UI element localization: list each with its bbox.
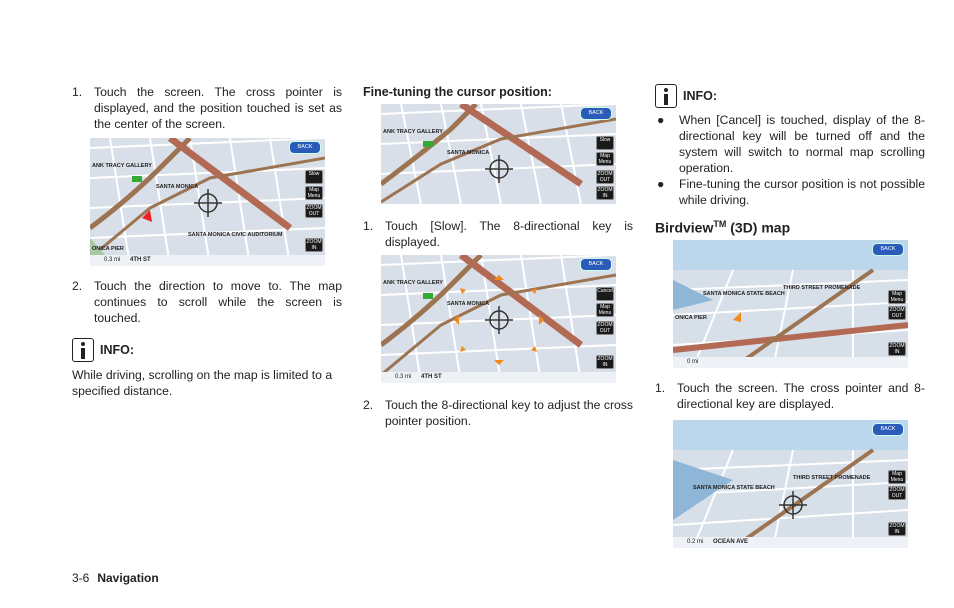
birdview-screenshot-2: SANTA MONICA STATE BEACH THIRD STREET PR… <box>673 419 908 548</box>
map-illustration <box>381 255 616 383</box>
map-label: SANTA MONICA STATE BEACH <box>703 290 785 297</box>
info-icon <box>655 84 677 108</box>
zoom-out-button[interactable]: ZOOM OUT <box>596 170 614 184</box>
step-1: 1. Touch [Slow]. The 8-directional key i… <box>363 218 633 250</box>
map-label: SANTA MONICA <box>447 150 490 156</box>
map-status-bar: 0.3 mi 4TH ST <box>90 255 325 266</box>
back-button[interactable]: BACK <box>872 422 904 436</box>
left-column: 1. Touch the screen. The cross pointer i… <box>72 84 342 399</box>
zoom-in-button[interactable]: ZOOM IN <box>596 355 614 369</box>
map-label: THIRD STREET PROMENADE <box>783 284 861 291</box>
info-title: INFO: <box>683 89 718 103</box>
map-label: THIRD STREET PROMENADE <box>793 474 871 481</box>
info-heading: INFO: <box>655 84 925 108</box>
step-2: 2. Touch the 8-directional key to adjust… <box>363 397 633 429</box>
step-number: 1. <box>363 219 374 233</box>
middle-column: Fine-tuning the cursor position: ANK TRA… <box>363 84 633 429</box>
map-label: ONICA PIER <box>675 314 707 321</box>
info-title: INFO: <box>100 343 135 357</box>
zoom-in-button[interactable]: ZOOM IN <box>305 238 323 252</box>
map-label: SANTA MONICA STATE BEACH <box>693 484 775 491</box>
step-number: 2. <box>72 279 83 293</box>
step-number: 1. <box>72 85 83 99</box>
back-button[interactable]: BACK <box>289 141 321 154</box>
map-status-bar: 0.3 mi 4TH ST <box>381 372 616 383</box>
step-1: 1. Touch the screen. The cross pointer a… <box>655 380 925 412</box>
step-text: Touch [Slow]. The 8-directional key is d… <box>385 219 633 249</box>
map-label: ONICA PIER <box>92 246 124 252</box>
map-label: SANTA MONICA <box>156 184 199 190</box>
list-item: ●When [Cancel] is touched, display of th… <box>657 113 925 175</box>
step-text: Touch the screen. The cross pointer is d… <box>94 85 342 131</box>
right-column: INFO: ●When [Cancel] is touched, display… <box>655 84 925 548</box>
zoom-in-button[interactable]: ZOOM IN <box>888 521 906 536</box>
step-text: Touch the screen. The cross pointer and … <box>677 380 925 411</box>
birdview-illustration <box>673 239 908 368</box>
back-button[interactable]: BACK <box>580 258 612 271</box>
section-name: Navigation <box>97 571 159 585</box>
info-heading: INFO: <box>72 338 342 362</box>
birdview-heading: BirdviewTM (3D) map <box>655 219 791 236</box>
birdview-illustration <box>673 419 908 548</box>
cancel-button[interactable]: Cancel <box>596 287 614 301</box>
step-2: 2. Touch the direction to move to. The m… <box>72 278 342 326</box>
map-label: SANTA MONICA <box>447 301 490 307</box>
map-menu-button[interactable]: Map Menu <box>888 289 906 304</box>
map-illustration <box>90 138 325 266</box>
map-illustration <box>381 104 616 204</box>
map-screenshot-1: ANK TRACY GALLERY SANTA MONICA SANTA MON… <box>90 138 325 266</box>
map-status-bar: 0 mi <box>673 356 908 368</box>
zoom-out-button[interactable]: ZOOM OUT <box>596 321 614 335</box>
info-bullets: ●When [Cancel] is touched, display of th… <box>655 112 925 208</box>
zoom-in-button[interactable]: ZOOM IN <box>888 341 906 356</box>
map-label: ANK TRACY GALLERY <box>92 163 152 169</box>
step-number: 1. <box>655 380 666 395</box>
step-number: 2. <box>363 398 374 412</box>
info-text: While driving, scrolling on the map is l… <box>72 368 333 398</box>
step-text: Touch the direction to move to. The map … <box>94 279 342 325</box>
zoom-out-button[interactable]: ZOOM OUT <box>888 485 906 500</box>
map-menu-button[interactable]: Map Menu <box>305 186 323 200</box>
map-menu-button[interactable]: Map Menu <box>596 152 614 166</box>
map-label: ANK TRACY GALLERY <box>383 129 443 135</box>
list-item: ●Fine-tuning the cursor position is not … <box>657 177 925 207</box>
map-label: ANK TRACY GALLERY <box>383 280 443 286</box>
slow-button[interactable]: Slow <box>305 170 323 184</box>
map-menu-button[interactable]: Map Menu <box>596 303 614 317</box>
zoom-out-button[interactable]: ZOOM OUT <box>888 305 906 320</box>
zoom-in-button[interactable]: ZOOM IN <box>596 186 614 200</box>
info-icon <box>72 338 94 362</box>
back-button[interactable]: BACK <box>580 107 612 120</box>
step-1: 1. Touch the screen. The cross pointer i… <box>72 84 342 132</box>
map-label: SANTA MONICA CIVIC AUDITORIUM <box>188 232 283 238</box>
page-number: 3-6 <box>72 571 90 585</box>
section-subheading: Fine-tuning the cursor position: <box>363 85 552 99</box>
zoom-out-button[interactable]: ZOOM OUT <box>305 204 323 218</box>
map-screenshot-3: ANK TRACY GALLERY SANTA MONICA BACK Canc… <box>381 255 616 383</box>
map-screenshot-2: ANK TRACY GALLERY SANTA MONICA BACK Slow… <box>381 104 616 204</box>
step-text: Touch the 8-directional key to adjust th… <box>385 398 633 428</box>
slow-button[interactable]: Slow <box>596 136 614 150</box>
birdview-screenshot-1: SANTA MONICA STATE BEACH THIRD STREET PR… <box>673 239 908 368</box>
map-status-bar: 0.2 mi OCEAN AVE <box>673 536 908 548</box>
page-footer: 3-6 Navigation <box>72 571 159 585</box>
map-menu-button[interactable]: Map Menu <box>888 469 906 484</box>
back-button[interactable]: BACK <box>872 242 904 256</box>
